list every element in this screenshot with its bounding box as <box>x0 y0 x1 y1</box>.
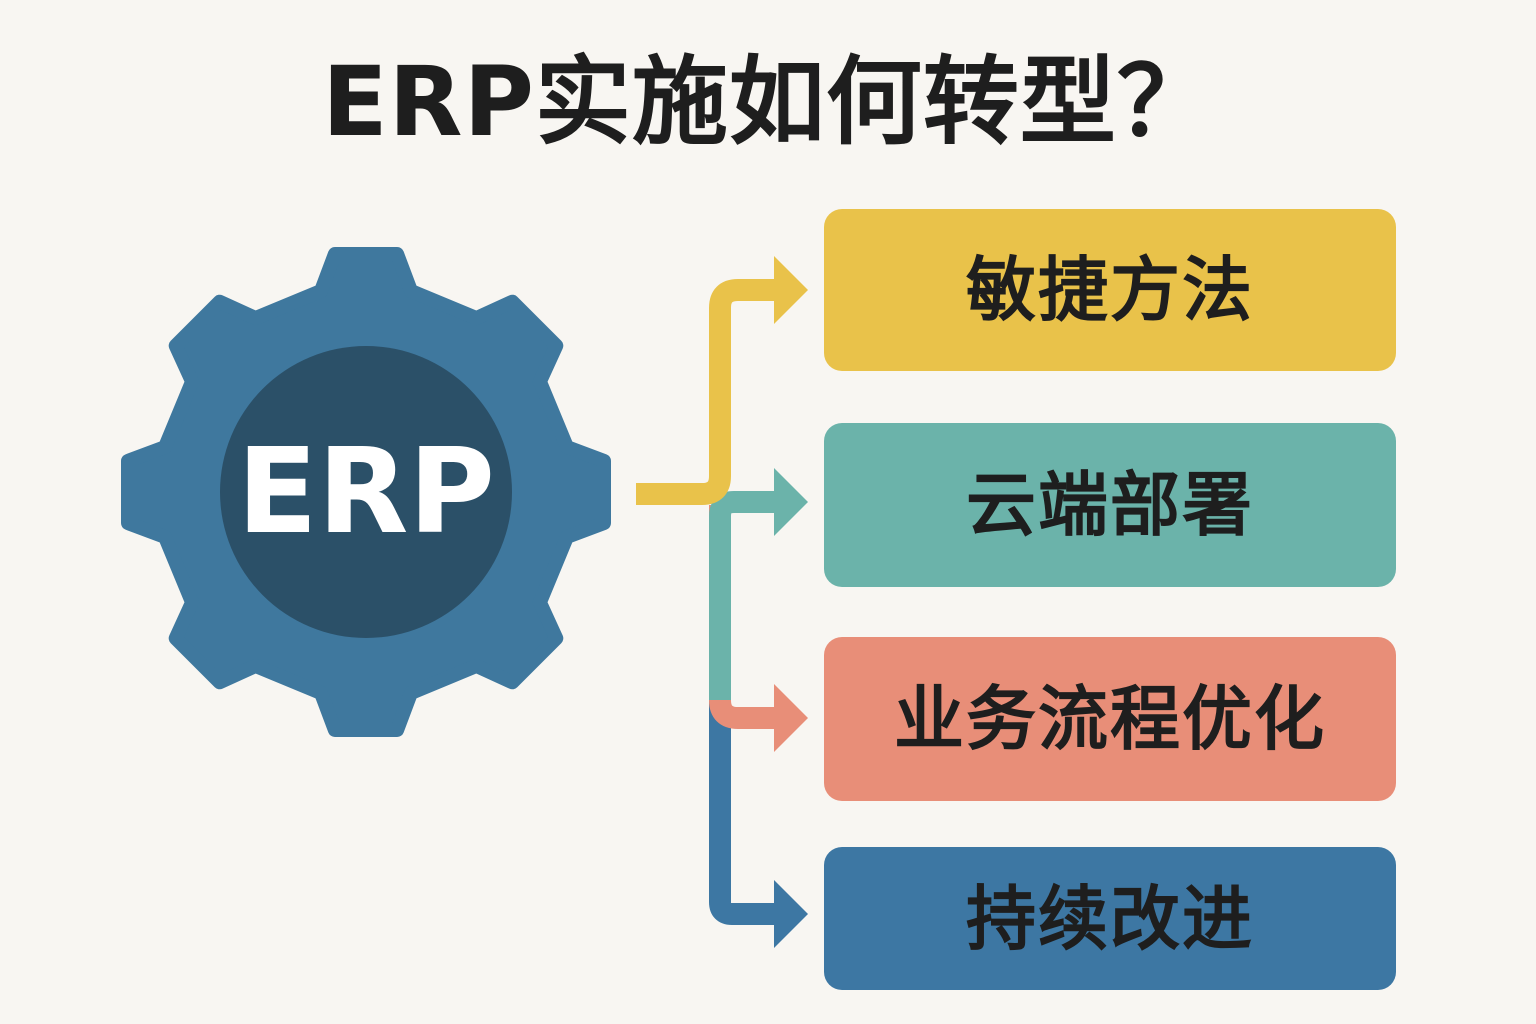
center-label: ERP <box>237 422 495 560</box>
arrow-icon <box>774 684 808 752</box>
item-box-process-optimization: 业务流程优化 <box>824 637 1396 801</box>
diagram-title: ERP实施如何转型？ <box>322 46 1214 158</box>
item-label: 业务流程优化 <box>894 678 1326 760</box>
connector-continuous-improvement <box>709 505 808 948</box>
gear-icon: ERP <box>121 247 611 737</box>
arrow-icon <box>774 256 808 324</box>
item-label: 敏捷方法 <box>966 249 1254 331</box>
item-box-continuous-improvement: 持续改进 <box>824 847 1396 990</box>
connector-agile-method <box>636 256 808 505</box>
item-label: 持续改进 <box>966 877 1254 960</box>
item-box-agile-method: 敏捷方法 <box>824 209 1396 371</box>
connector-cloud-deployment <box>709 468 808 700</box>
gear-hub <box>220 346 512 638</box>
item-label: 云端部署 <box>966 464 1254 546</box>
arrow-icon <box>774 468 808 536</box>
item-box-cloud-deployment: 云端部署 <box>824 423 1396 587</box>
connector-process-optimization <box>709 505 808 752</box>
arrow-icon <box>774 880 808 948</box>
